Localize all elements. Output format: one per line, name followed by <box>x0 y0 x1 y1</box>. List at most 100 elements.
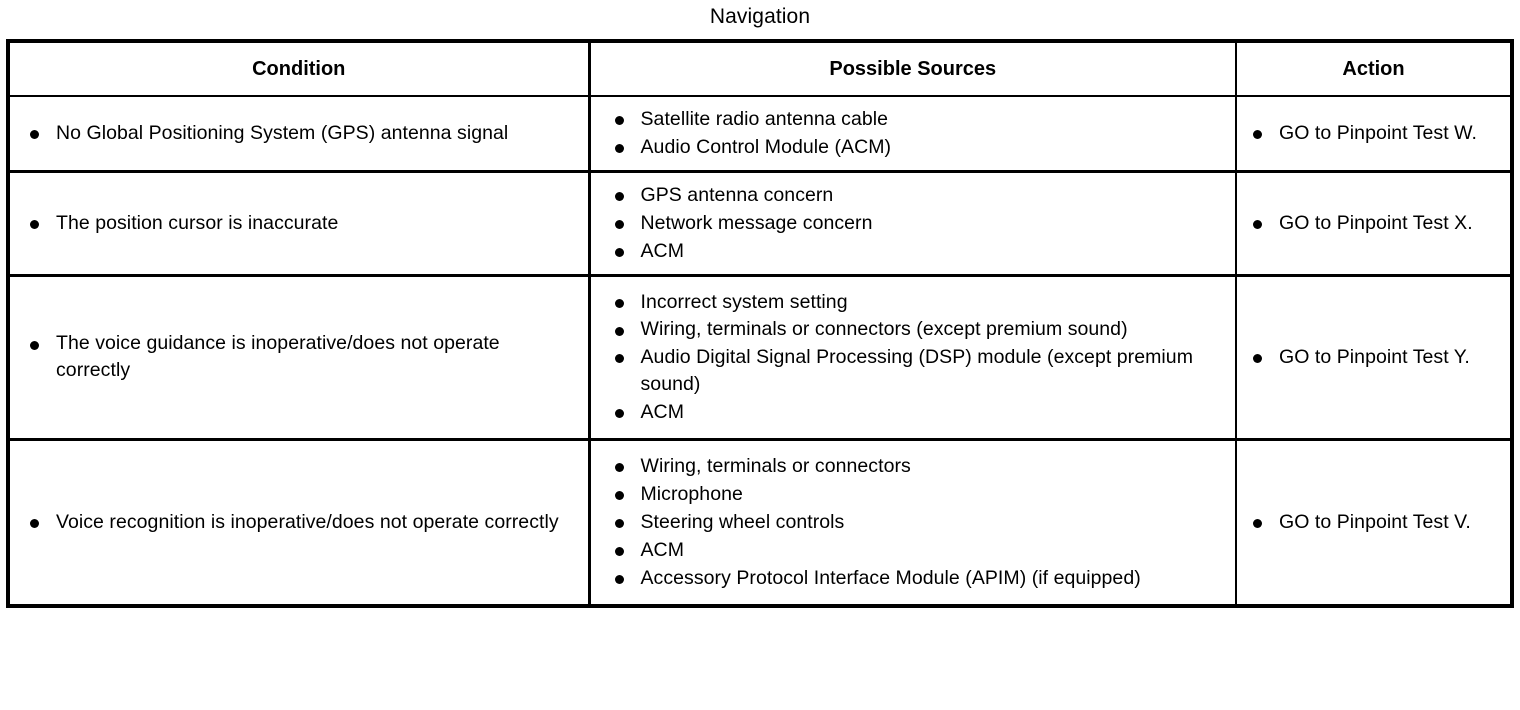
bullet-icon <box>1253 519 1262 528</box>
list-item: ACM <box>613 537 1226 564</box>
bullet-icon <box>614 574 624 584</box>
bullet-icon <box>1253 353 1262 363</box>
bullet-icon <box>614 298 624 308</box>
bullet-icon <box>614 491 624 501</box>
cell-action: GO to Pinpoint Test W. <box>1236 96 1510 173</box>
list-item-label: Satellite radio antenna cable <box>640 108 889 130</box>
list-item-label: Network message concern <box>640 211 873 234</box>
cell-condition-content: The position cursor is inaccurate <box>10 201 588 246</box>
action-list: GO to Pinpoint Test Y. <box>1251 344 1500 371</box>
list-item: No Global Positioning System (GPS) anten… <box>28 120 578 147</box>
cell-action-content: GO to Pinpoint Test Y. <box>1237 332 1510 383</box>
list-item: The voice guidance is inoperative/does n… <box>28 330 578 384</box>
list-item-label: Microphone <box>640 482 743 505</box>
bullet-icon <box>614 354 624 364</box>
list-item-label: Accessory Protocol Interface Module (API… <box>640 566 1141 589</box>
cell-action: GO to Pinpoint Test X. <box>1236 171 1510 277</box>
list-item-label: GO to Pinpoint Test W. <box>1279 121 1477 144</box>
list-item-label: GO to Pinpoint Test V. <box>1279 510 1471 533</box>
bullet-icon <box>30 340 39 350</box>
cell-action: GO to Pinpoint Test V. <box>1236 439 1510 604</box>
list-item: GPS antenna concern <box>613 182 1226 209</box>
list-item-label: Audio Control Module (ACM) <box>640 135 892 158</box>
bullet-icon <box>614 546 624 556</box>
table-header-row: Condition Possible Sources Action <box>10 43 1510 97</box>
list-item: ACM <box>613 399 1226 426</box>
list-item: The position cursor is inaccurate <box>28 210 578 237</box>
action-list: GO to Pinpoint Test V. <box>1251 509 1500 536</box>
bullet-icon <box>1253 219 1262 229</box>
list-item-label: ACM <box>640 239 684 262</box>
list-item: Microphone <box>613 481 1226 508</box>
list-item-label: GPS antenna concern <box>640 183 834 206</box>
bullet-icon <box>614 191 624 201</box>
list-item: Voice recognition is inoperative/does no… <box>28 509 578 536</box>
cell-condition: The voice guidance is inoperative/does n… <box>10 275 591 442</box>
bullet-icon <box>614 409 624 419</box>
table-header: Condition Possible Sources Action <box>10 43 1510 97</box>
condition-list: The position cursor is inaccurate <box>28 210 578 237</box>
list-item: GO to Pinpoint Test Y. <box>1251 344 1500 371</box>
list-item: GO to Pinpoint Test V. <box>1251 509 1500 536</box>
table-row: The voice guidance is inoperative/does n… <box>10 275 1510 442</box>
list-item-label: Wiring, terminals or connectors <box>640 455 911 478</box>
column-header-possible-sources: Possible Sources <box>589 43 1237 97</box>
bullet-icon <box>614 519 624 528</box>
list-item-label: The voice guidance is inoperative/does n… <box>56 332 500 382</box>
list-item: Incorrect system setting <box>613 289 1226 316</box>
list-item-label: Incorrect system setting <box>640 290 848 313</box>
action-list: GO to Pinpoint Test W. <box>1251 120 1500 147</box>
bullet-icon <box>614 463 624 473</box>
condition-list: The voice guidance is inoperative/does n… <box>28 330 578 384</box>
list-item: Satellite radio antenna cable <box>613 106 1226 133</box>
diagnostic-table-container: Condition Possible Sources Action No Glo… <box>6 39 1514 608</box>
cell-condition-content: Voice recognition is inoperative/does no… <box>10 497 588 548</box>
list-item: Audio Digital Signal Processing (DSP) mo… <box>613 344 1226 398</box>
cell-action-content: GO to Pinpoint Test X. <box>1237 201 1510 246</box>
list-item-label: The position cursor is inaccurate <box>56 211 339 234</box>
list-item: Network message concern <box>613 210 1226 237</box>
list-item: Steering wheel controls <box>613 509 1226 536</box>
list-item-label: Steering wheel controls <box>640 510 845 533</box>
list-item: Audio Control Module (ACM) <box>613 134 1226 161</box>
list-item-label: Wiring, terminals or connectors (except … <box>640 318 1128 341</box>
cell-action-content: GO to Pinpoint Test W. <box>1237 111 1510 156</box>
cell-action: GO to Pinpoint Test Y. <box>1236 275 1510 442</box>
list-item: Accessory Protocol Interface Module (API… <box>613 565 1226 592</box>
list-item: Wiring, terminals or connectors <box>613 453 1226 480</box>
condition-list: No Global Positioning System (GPS) anten… <box>28 120 578 147</box>
cell-condition: Voice recognition is inoperative/does no… <box>10 439 591 604</box>
list-item-label: Voice recognition is inoperative/does no… <box>56 510 559 533</box>
bullet-icon <box>614 326 624 336</box>
list-item-label: GO to Pinpoint Test X. <box>1279 211 1473 234</box>
list-item: Wiring, terminals or connectors (except … <box>613 316 1226 343</box>
bullet-icon <box>614 116 624 126</box>
list-item: ACM <box>613 238 1226 265</box>
column-header-condition: Condition <box>10 43 591 97</box>
cell-condition-content: No Global Positioning System (GPS) anten… <box>10 111 588 156</box>
symptom-chart-table: Condition Possible Sources Action No Glo… <box>10 43 1510 604</box>
list-item-label: ACM <box>640 538 684 561</box>
list-item-label: ACM <box>640 401 684 424</box>
table-body: No Global Positioning System (GPS) anten… <box>10 96 1510 604</box>
bullet-icon <box>30 219 39 229</box>
table-row: No Global Positioning System (GPS) anten… <box>10 96 1510 173</box>
bullet-icon <box>30 130 39 140</box>
list-item-label: No Global Positioning System (GPS) anten… <box>56 121 509 144</box>
cell-action-content: GO to Pinpoint Test V. <box>1237 497 1510 548</box>
condition-list: Voice recognition is inoperative/does no… <box>28 509 578 536</box>
cell-condition-content: The voice guidance is inoperative/does n… <box>10 318 588 396</box>
list-item: GO to Pinpoint Test X. <box>1251 210 1500 237</box>
bullet-icon <box>614 247 624 257</box>
